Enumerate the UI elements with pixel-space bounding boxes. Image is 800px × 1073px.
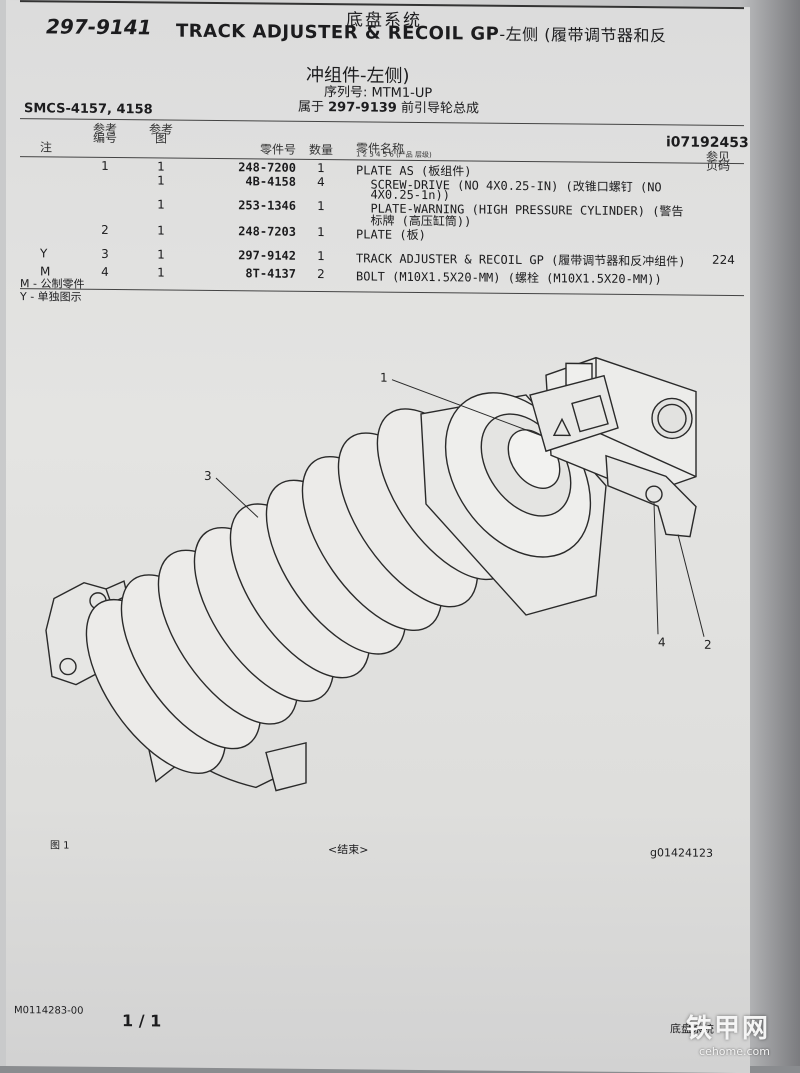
row-qty: 1 [306,225,336,239]
title-en: TRACK ADJUSTER & RECOIL GP [176,21,499,45]
row-qty: 4 [306,175,336,189]
watermark: 铁甲网 cehome.com [686,1008,770,1058]
row-fig: 1 [146,173,176,187]
row-part-number: 297-9142 [216,248,296,263]
belongs-part: 297-9139 [328,100,397,116]
header-ref: 参考编号 [90,125,120,143]
header-qty: 数量 [306,141,336,158]
row-fig: 1 [146,223,176,237]
row-part-number: 8T-4137 [216,266,296,281]
header-part: 零件号 [216,140,296,158]
row-qty: 2 [306,267,336,281]
row-qty: 1 [306,199,336,213]
row-ref: 3 [90,247,120,261]
row-ref: 4 [90,265,120,279]
end-marker: <结束> [328,841,368,857]
row-fig: 1 [146,247,176,261]
document-id: M0114283-00 [14,1005,84,1017]
callout-3: 3 [204,469,212,483]
row-page: 224 [712,253,735,267]
page-number: 1 / 1 [122,1011,161,1030]
belongs-to: 属于 297-9139 前引导轮总成 [298,96,479,117]
row-description: PLATE (板) [356,225,426,243]
smcs-code: SMCS-4157, 4158 [24,101,153,117]
watermark-brand: 铁甲网 [686,1008,770,1045]
row-ref: 1 [90,159,120,173]
header-note: 注 [40,138,52,155]
row-description: TRACK ADJUSTER & RECOIL GP (履带调节器和反冲组件) [356,249,686,269]
callout-1: 1 [380,371,388,385]
row-qty: 1 [306,249,336,263]
row-qty: 1 [306,161,336,175]
row-part-number: 253-1346 [216,198,296,213]
table-top-rule [20,118,744,126]
row-part-number: 248-7200 [216,160,296,175]
row-fig: 1 [146,265,176,279]
row-note: Y [40,246,47,260]
title-cn: -左侧 (履带调节器和反 [499,25,666,46]
callout-2: 2 [704,638,712,652]
group-title: TRACK ADJUSTER & RECOIL GP-左侧 (履带调节器和反 [176,18,667,47]
row-fig: 1 [146,197,176,211]
row-description: BOLT (M10X1.5X20-MM) (螺栓 (M10X1.5X20-MM)… [356,267,662,287]
figure-label: 图 1 [50,836,70,851]
watermark-url: cehome.com [686,1045,770,1058]
row-part-number: 4B-4158 [216,174,296,189]
row-ref: 2 [90,223,120,237]
group-part-number: 297-9141 [46,14,152,39]
legend-separate: Y - 单独图示 [20,288,82,305]
belongs-desc: 前引导轮总成 [397,101,479,117]
graphic-id: g01424123 [650,846,713,860]
track-adjuster-diagram: 1 3 4 2 [6,330,750,847]
belongs-label: 属于 [298,100,328,115]
table-bottom-rule [20,288,744,296]
header-name-levels: 1 2 3 4 5 6 (产品 层级) [356,149,432,160]
callout-4: 4 [658,635,666,649]
document-page: 底盘系统 297-9141 TRACK ADJUSTER & RECOIL GP… [6,0,750,1073]
header-fig: 参考图 [146,125,176,143]
row-part-number: 248-7203 [216,224,296,239]
document-code: i07192453 [666,134,749,151]
row-fig: 1 [146,159,176,173]
